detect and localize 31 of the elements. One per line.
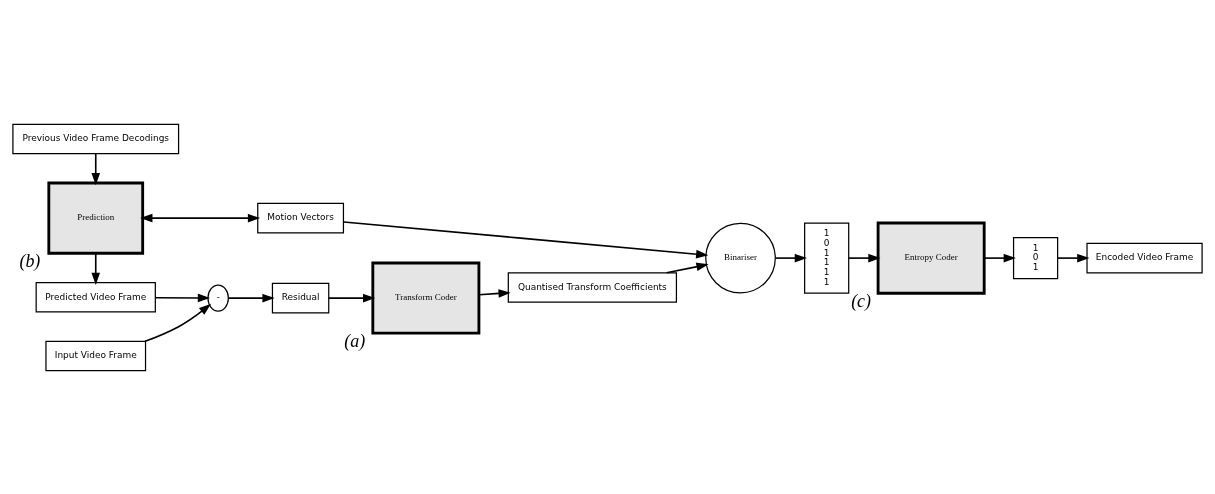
arrow xyxy=(665,262,709,274)
node-circle: Binariser xyxy=(705,222,776,293)
node-box: Encoded Video Frame xyxy=(1086,242,1203,273)
node-box: Predicted Video Frame xyxy=(35,281,156,313)
node-box: Entropy Coder xyxy=(876,221,986,295)
arrow xyxy=(144,303,212,342)
node-box: 1 0 1 xyxy=(1012,236,1059,279)
node-label: (a) xyxy=(344,330,366,351)
arrow xyxy=(478,288,511,298)
node-box: Quantised Transform Coefficients xyxy=(507,271,678,303)
node-box: Transform Coder xyxy=(371,261,481,335)
node-box: Prediction xyxy=(47,181,145,255)
node-box: 1 0 1 1 1 1 xyxy=(804,221,850,294)
arrow xyxy=(227,293,275,302)
arrow xyxy=(1057,253,1090,262)
arrow xyxy=(774,253,807,262)
arrow xyxy=(848,253,881,262)
arrow xyxy=(328,293,376,302)
arrow xyxy=(983,253,1016,262)
node-box: Residual xyxy=(271,282,330,313)
arrow xyxy=(140,213,261,222)
arrow xyxy=(91,251,101,285)
node-ellipse: - xyxy=(207,283,229,312)
node-box: Previous Video Frame Decodings xyxy=(12,123,180,154)
arrow xyxy=(91,152,101,185)
node-box: Input Video Frame xyxy=(45,340,147,371)
arrow xyxy=(154,293,211,302)
node-box: Motion Vectors xyxy=(257,202,345,233)
node-label: (c) xyxy=(851,290,872,311)
arrow xyxy=(343,220,709,258)
node-label: (b) xyxy=(19,250,41,271)
